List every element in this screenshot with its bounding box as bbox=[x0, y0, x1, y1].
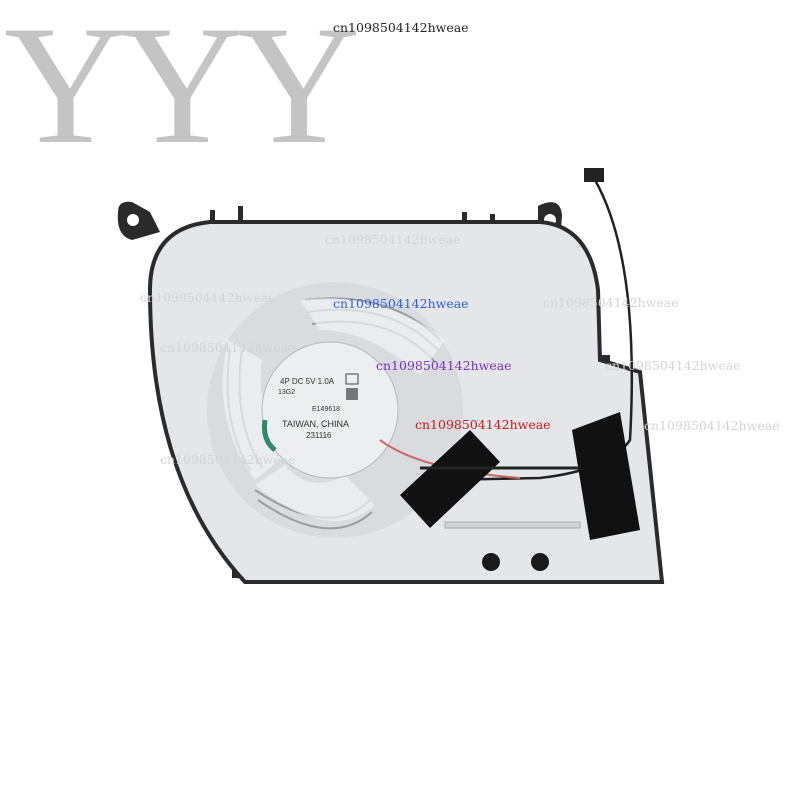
store-logo: YYY bbox=[4, 0, 360, 179]
label-date: 231116 bbox=[306, 431, 332, 440]
watermark: cn1098504142hweae bbox=[333, 296, 469, 311]
fan-connector bbox=[584, 168, 604, 182]
black-tape bbox=[572, 412, 640, 540]
fan-spec-label: 4P DC 5V 1.0A 13G2 E149618 TAIWAN, CHINA… bbox=[278, 373, 359, 440]
label-cert: E149618 bbox=[312, 406, 340, 413]
black-tape bbox=[400, 430, 500, 528]
watermark: cn1098504142hweae bbox=[160, 452, 296, 467]
label-rating: 4P DC 5V 1.0A bbox=[280, 377, 335, 386]
fan-rotor bbox=[207, 282, 463, 538]
watermark: cn1098504142hweae bbox=[415, 417, 551, 432]
watermark: cn1098504142hweae bbox=[160, 340, 296, 355]
screw-hole bbox=[482, 553, 500, 571]
watermark: cn1098504142hweae bbox=[605, 358, 741, 373]
watermark: cn1098504142hweae bbox=[333, 20, 469, 35]
watermark: cn1098504142hweae bbox=[140, 290, 276, 305]
screw-hole bbox=[531, 553, 549, 571]
watermark: cn1098504142hweae bbox=[325, 232, 461, 247]
label-origin: TAIWAN, CHINA bbox=[282, 419, 349, 429]
watermark: cn1098504142hweae bbox=[543, 295, 679, 310]
label-code: 13G2 bbox=[278, 389, 295, 396]
watermark: cn1098504142hweae bbox=[644, 418, 780, 433]
watermark: cn1098504142hweae bbox=[376, 358, 512, 373]
